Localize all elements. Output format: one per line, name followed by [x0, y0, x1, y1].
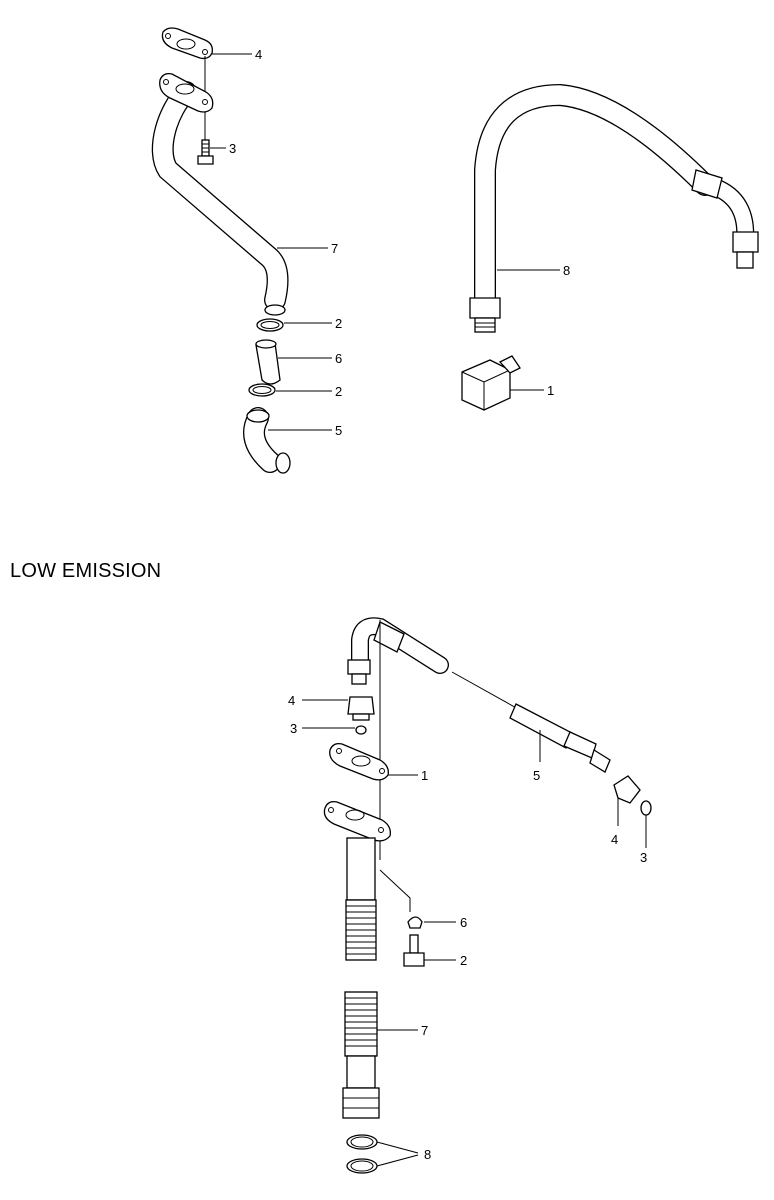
callout-upper-8: 8 [563, 263, 570, 278]
callout-upper-2a: 2 [335, 316, 342, 331]
callout-low-4b: 4 [611, 832, 618, 847]
upper-right-assembly [461, 83, 759, 411]
nut-lower [407, 916, 423, 929]
clamp-upper-a [256, 318, 284, 332]
long-pipe [347, 617, 611, 773]
callout-upper-1: 1 [547, 383, 554, 398]
callout-leaders [210, 53, 647, 1167]
callout-low-4: 4 [288, 693, 295, 708]
oring-right [640, 800, 652, 816]
pipe-upper [151, 72, 289, 316]
callout-upper-3: 3 [229, 141, 236, 156]
callout-low-8: 8 [424, 1147, 431, 1162]
callout-low-5: 5 [533, 768, 540, 783]
clamp-upper-b [248, 383, 276, 397]
gasket-upper [161, 27, 213, 60]
callout-labels: 4 3 7 2 6 2 5 8 1 4 3 1 5 4 3 6 2 7 8 [229, 47, 647, 1162]
callout-upper-2b: 2 [335, 384, 342, 399]
callout-upper-7: 7 [331, 241, 338, 256]
callout-upper-5: 5 [335, 423, 342, 438]
bolt-lower [403, 934, 425, 967]
callout-low-7: 7 [421, 1023, 428, 1038]
sleeve [255, 339, 281, 385]
fitting-left [347, 696, 375, 721]
callout-low-3: 3 [290, 721, 297, 736]
callout-upper-4: 4 [255, 47, 262, 62]
corrugated-pipe [323, 800, 391, 1119]
adapter-block [461, 355, 521, 411]
elbow-hose [243, 407, 291, 474]
oring-left [355, 725, 367, 735]
section-title-low-emission: LOW EMISSION [10, 560, 162, 582]
bolt-upper [197, 139, 214, 165]
callout-upper-6: 6 [335, 351, 342, 366]
pipe-arch [469, 83, 759, 333]
connector-right [613, 775, 641, 804]
upper-left-assembly [151, 27, 291, 474]
callout-low-3b: 3 [640, 850, 647, 865]
low-emission-assembly [323, 617, 652, 1174]
callout-low-2: 2 [460, 953, 467, 968]
callout-low-6: 6 [460, 915, 467, 930]
callout-low-1: 1 [421, 768, 428, 783]
